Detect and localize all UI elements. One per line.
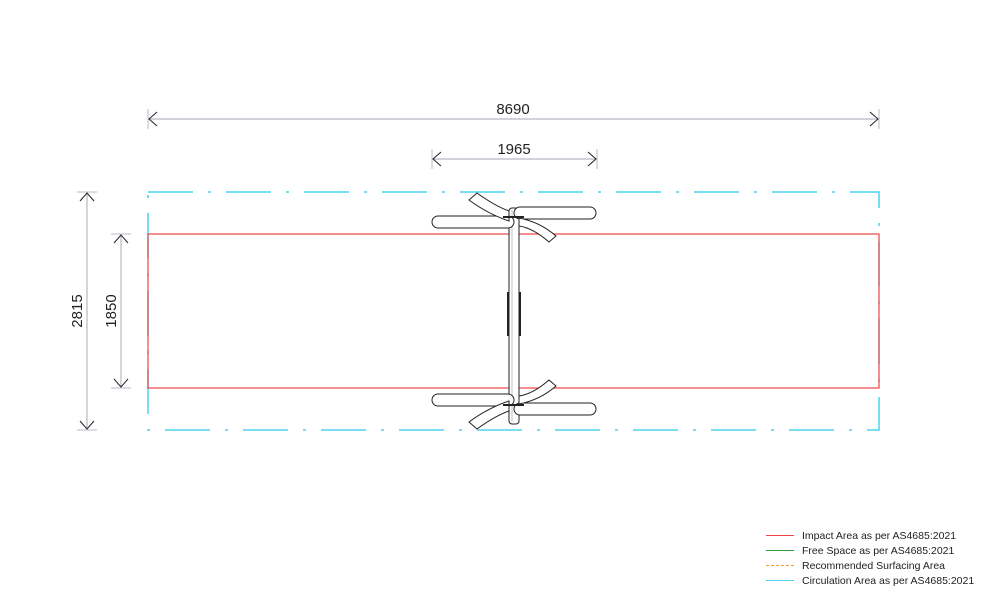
legend-item-surfacing: Recommended Surfacing Area xyxy=(766,558,974,573)
svg-text:2815: 2815 xyxy=(69,294,86,327)
impact-swatch-icon xyxy=(766,535,794,536)
legend-label: Circulation Area as per AS4685:2021 xyxy=(802,574,975,587)
dimension-equipment-length: 1965 xyxy=(431,141,598,169)
legend-item-circulation: Circulation Area as per AS4685:2021 xyxy=(766,573,974,588)
circulation-swatch-icon xyxy=(766,580,794,581)
dimension-overall-length: 8690 xyxy=(147,101,880,129)
legend-label: Recommended Surfacing Area xyxy=(802,559,945,572)
legend-item-free-space: Free Space as per AS4685:2021 xyxy=(766,543,974,558)
seesaw-equipment xyxy=(431,192,597,430)
svg-text:1850: 1850 xyxy=(103,294,120,327)
svg-text:1965: 1965 xyxy=(497,141,530,158)
legend-label: Impact Area as per AS4685:2021 xyxy=(802,529,957,542)
svg-text:8690: 8690 xyxy=(496,101,529,118)
dimension-overall-width: 2815 xyxy=(69,191,97,431)
surfacing-swatch-icon xyxy=(766,565,794,566)
legend-label: Free Space as per AS4685:2021 xyxy=(802,544,955,557)
dimension-impact-width: 1850 xyxy=(103,233,131,389)
legend-item-impact: Impact Area as per AS4685:2021 xyxy=(766,528,974,543)
free-space-swatch-icon xyxy=(766,550,794,551)
legend: Impact Area as per AS4685:2021 Free Spac… xyxy=(766,528,974,588)
